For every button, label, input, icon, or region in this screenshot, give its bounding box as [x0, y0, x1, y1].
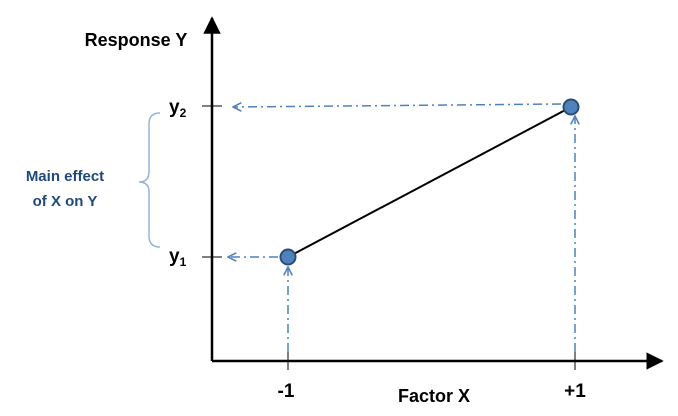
y-axis-label: Response Y — [85, 30, 188, 50]
effect-line — [287, 106, 572, 258]
data-point-2 — [562, 98, 580, 116]
x-tick-label-neg1: -1 — [278, 381, 295, 402]
x-tick-label-pos1: +1 — [564, 381, 586, 402]
annotation-line-1: Main effect — [26, 168, 104, 185]
data-point-1 — [279, 248, 297, 266]
effect-brace — [138, 112, 161, 248]
y-tick-label-2: y2 — [169, 97, 187, 120]
guide-horizontal-2 — [234, 104, 562, 107]
y-tick-label-1: y1 — [169, 246, 187, 269]
annotation-line-2: of X on Y — [33, 193, 98, 210]
x-axis-label: Factor X — [398, 386, 470, 406]
